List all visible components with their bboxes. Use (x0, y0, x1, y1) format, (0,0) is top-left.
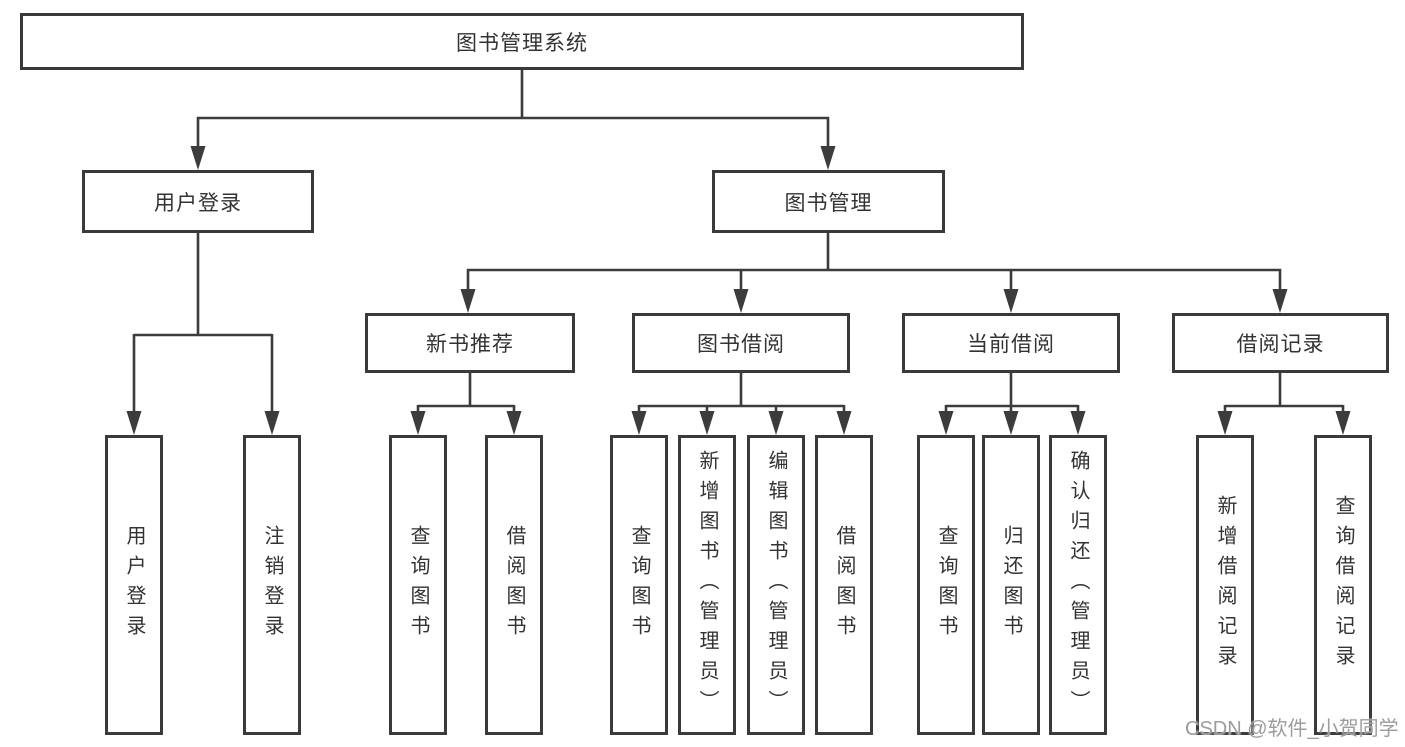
leaf-add-book-admin-label: 新增图书（管理员） (696, 450, 718, 720)
leaf-query-books-borrowing-label: 查询图书 (628, 525, 650, 645)
leaf-borrow-books: 借阅图书 (815, 435, 873, 735)
node-user-login: 用户登录 (82, 170, 314, 233)
leaf-query-books-recommend-label: 查询图书 (407, 525, 429, 645)
leaf-logout: 注销登录 (243, 435, 301, 735)
leaf-query-books-borrowing: 查询图书 (610, 435, 668, 735)
leaf-query-books-current: 查询图书 (917, 435, 975, 735)
node-borrowing-records: 借阅记录 (1172, 313, 1389, 373)
leaf-user-login: 用户登录 (105, 435, 163, 735)
node-book-management-label: 图书管理 (784, 191, 873, 215)
node-current-borrowing-label: 当前借阅 (967, 333, 1055, 356)
leaf-add-borrow-record: 新增借阅记录 (1196, 435, 1254, 735)
node-current-borrowing: 当前借阅 (902, 313, 1120, 373)
node-book-borrowing-label: 图书借阅 (697, 333, 785, 356)
leaf-edit-book-admin-label: 编辑图书（管理员） (765, 450, 787, 720)
leaf-query-books-recommend: 查询图书 (389, 435, 447, 735)
root-node: 图书管理系统 (20, 13, 1024, 70)
node-book-borrowing: 图书借阅 (632, 313, 850, 373)
leaf-confirm-return-admin: 确认归还（管理员） (1049, 435, 1107, 735)
leaf-edit-book-admin: 编辑图书（管理员） (747, 435, 805, 735)
node-new-book-recommendation-label: 新书推荐 (426, 333, 514, 356)
csdn-watermark: CSDN @软件_小贺同学 (1185, 718, 1399, 740)
leaf-return-book-label: 归还图书 (1000, 525, 1022, 645)
node-user-login-label: 用户登录 (154, 191, 242, 215)
leaf-query-books-current-label: 查询图书 (935, 525, 957, 645)
leaf-return-book: 归还图书 (982, 435, 1040, 735)
leaf-user-login-label: 用户登录 (123, 525, 145, 645)
leaf-add-borrow-record-label: 新增借阅记录 (1214, 495, 1236, 675)
leaf-logout-label: 注销登录 (261, 525, 283, 645)
leaf-query-borrow-record-label: 查询借阅记录 (1332, 495, 1354, 675)
leaf-query-borrow-record: 查询借阅记录 (1314, 435, 1372, 735)
root-node-label: 图书管理系统 (456, 31, 588, 55)
leaf-confirm-return-admin-label: 确认归还（管理员） (1067, 450, 1089, 720)
node-borrowing-records-label: 借阅记录 (1236, 333, 1325, 356)
leaf-borrow-books-label: 借阅图书 (833, 525, 855, 645)
leaf-borrow-books-recommend: 借阅图书 (485, 435, 543, 735)
leaf-borrow-books-recommend-label: 借阅图书 (503, 525, 525, 645)
leaf-add-book-admin: 新增图书（管理员） (678, 435, 736, 735)
node-book-management: 图书管理 (712, 170, 945, 233)
node-new-book-recommendation: 新书推荐 (365, 313, 575, 373)
